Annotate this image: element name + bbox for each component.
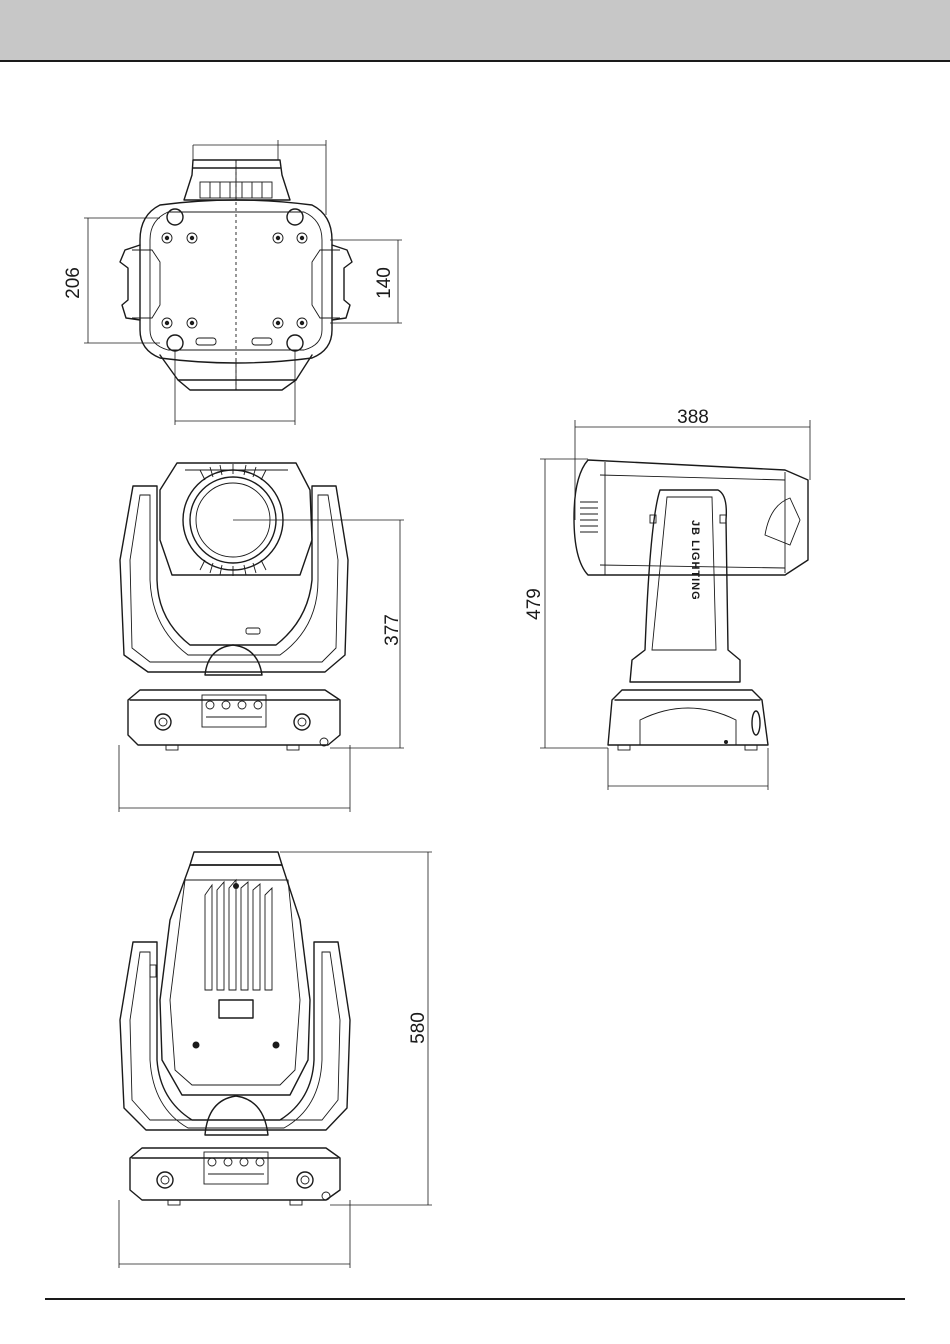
front-view: 377 xyxy=(119,463,404,812)
dimension-140: 140 xyxy=(374,267,395,299)
footer-rule xyxy=(45,1298,905,1300)
dimension-206: 206 xyxy=(63,267,84,299)
top-view: 206 140 xyxy=(63,140,402,425)
rear-view: 580 xyxy=(119,852,432,1268)
side-logo: JB LIGHTING xyxy=(689,520,701,601)
dimension-388: 388 xyxy=(677,407,709,428)
dimension-580: 580 xyxy=(408,1012,429,1044)
dimension-479: 479 xyxy=(524,588,545,620)
side-view: JB LIGHTING 388 479 xyxy=(524,407,810,790)
dimension-377: 377 xyxy=(382,614,403,646)
